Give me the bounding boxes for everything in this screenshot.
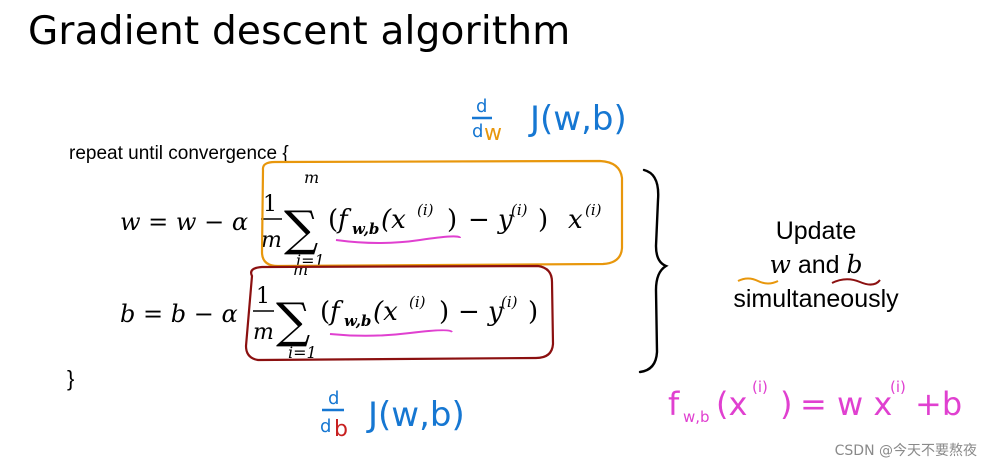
b-sigma: ∑ (276, 293, 310, 349)
update-line2: w and b (700, 248, 932, 282)
w-gradient-box (260, 159, 624, 268)
dw-expr: J(w,b) (528, 99, 627, 139)
b-sum-bottom: i=1 (288, 343, 317, 362)
b-sum-top: m (293, 260, 308, 279)
model-arg-close: ) (780, 385, 792, 423)
dw-d-top: d (476, 96, 487, 117)
w-frac-den: m (261, 228, 282, 253)
watermark: CSDN @今天不要熬夜 (834, 443, 977, 459)
w-sum-top: m (304, 168, 319, 187)
dw-var: w (484, 121, 502, 146)
update-line1: Update (775, 217, 857, 245)
update-line3: simultaneously (733, 285, 899, 313)
w-minus-y: − y (468, 205, 513, 235)
db-expr: J(w,b) (366, 395, 465, 435)
b-f: f (328, 297, 344, 327)
w-trail-sup: (i) (585, 201, 602, 219)
db-var: b (334, 417, 348, 442)
model-annotation: f w,b (x (i) ) = w x (i) +b (668, 378, 962, 426)
dw-d-bottom: d (472, 121, 483, 142)
simultaneous-update-note: Update w and b simultaneously (700, 214, 932, 316)
repeat-label: repeat until convergence { (69, 143, 289, 164)
w-lhs: w = w − α (120, 208, 248, 236)
b-gradient-box (244, 264, 555, 362)
w-y-sup: (i) (511, 201, 528, 219)
w-close-paren: ) (538, 205, 548, 235)
closing-brace: } (67, 366, 75, 391)
w-open-paren: ( (328, 205, 338, 235)
w-sigma: ∑ (284, 201, 318, 257)
b-x-sup: (i) (409, 293, 426, 311)
b-x-term: (x (373, 297, 398, 327)
b-frac-num: 1 (256, 284, 270, 309)
b-y-sup: (i) (501, 293, 518, 311)
dw-annotation: d d w J(w,b) (472, 96, 627, 146)
w-underline-magenta (335, 235, 461, 244)
model-f-sub: w,b (683, 408, 710, 426)
b-underline-magenta (329, 329, 453, 337)
right-curly-brace (638, 168, 669, 374)
model-arg: (x (716, 385, 747, 423)
note-b-underline (831, 278, 881, 286)
db-d-bottom: d (320, 416, 331, 437)
db-d-top: d (328, 388, 339, 409)
b-minus-y: − y (458, 297, 503, 327)
model-equals: = w x (800, 385, 892, 423)
model-x-sup: (i) (890, 378, 906, 396)
page-title: Gradient descent algorithm (28, 9, 571, 54)
update-and: and (797, 251, 840, 279)
note-w-underline (737, 277, 779, 285)
b-close-x: ) (439, 297, 449, 327)
w-close-x: ) (447, 205, 457, 235)
b-frac-den: m (253, 320, 274, 345)
update-b: b (846, 250, 863, 279)
db-annotation: d d b J(w,b) (320, 388, 465, 442)
b-f-sub: w,b (344, 312, 371, 330)
w-x-term: (x (381, 205, 406, 235)
b-close-paren: ) (528, 297, 538, 327)
model-plus-b: +b (915, 385, 962, 423)
w-update-equation: w = w − α 1 m m ∑ i=1 ( f w,b (x (i) ) −… (120, 168, 602, 270)
w-x-sup: (i) (417, 201, 434, 219)
update-w: w (769, 250, 791, 279)
b-open-paren: ( (320, 297, 330, 327)
w-f: f (336, 205, 352, 235)
model-arg-sup: (i) (752, 378, 768, 396)
w-frac-num: 1 (263, 192, 277, 217)
w-trail-x: x (568, 205, 583, 235)
w-f-sub: w,b (352, 220, 379, 238)
b-lhs: b = b − α (120, 300, 238, 328)
b-update-equation: b = b − α 1 m m ∑ i=1 ( f w,b (x (i) ) −… (120, 260, 538, 362)
model-f: f (668, 385, 680, 423)
